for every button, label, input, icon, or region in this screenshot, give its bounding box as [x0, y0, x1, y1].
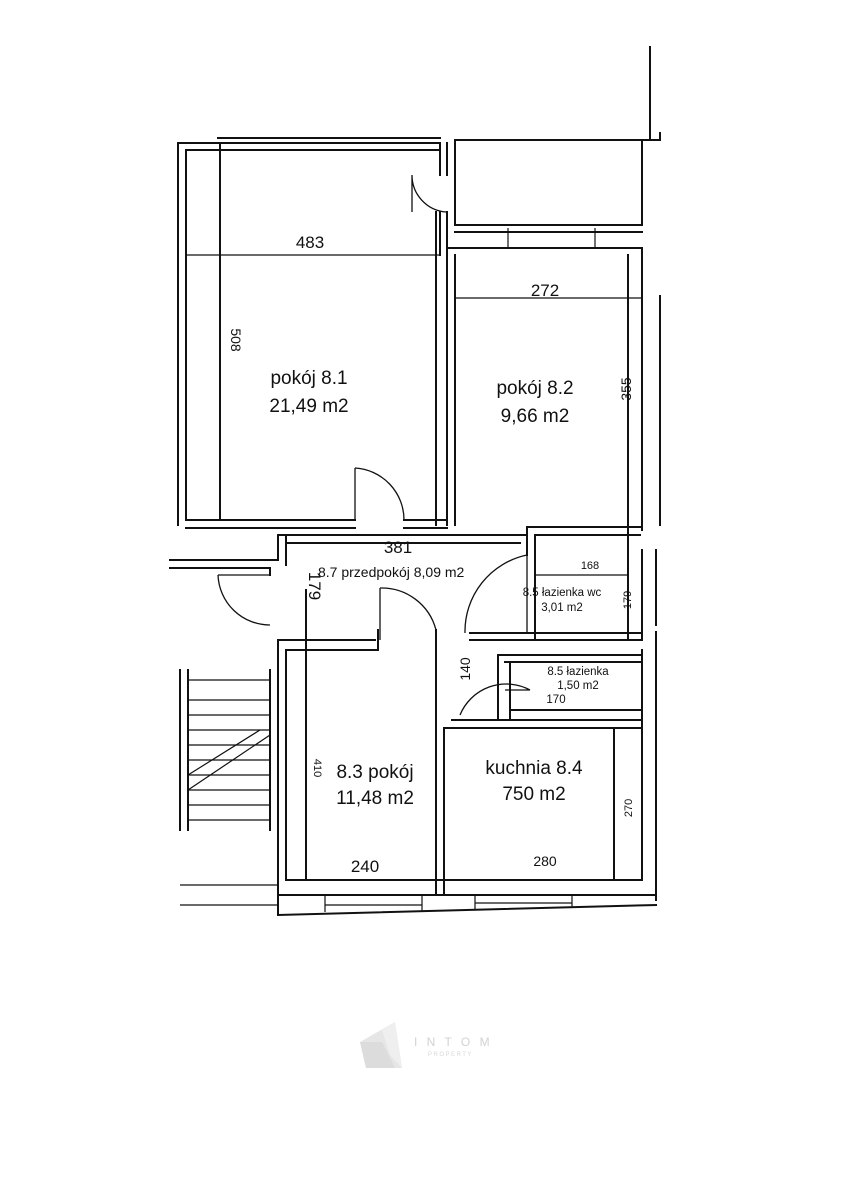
dim-270: 270 [623, 799, 635, 817]
room-8-2-area: 9,66 m2 [501, 406, 570, 427]
dim-410: 410 [311, 759, 323, 777]
watermark: I N T O M PROPERTY [360, 1022, 493, 1068]
dim-168: 168 [581, 560, 599, 572]
room-8-5-bath-area: 1,50 m2 [557, 680, 599, 692]
room-labels: pokój 8.1 21,49 m2 pokój 8.2 9,66 m2 8.3… [269, 368, 609, 809]
watermark-text: I N T O M [414, 1035, 493, 1049]
door-arc-8-3 [379, 587, 437, 640]
dim-272: 272 [531, 281, 559, 300]
door-arc-8-1 [354, 467, 405, 521]
dim-355: 355 [618, 377, 634, 401]
room-8-3-area: 11,48 m2 [336, 788, 414, 809]
dim-483: 483 [296, 233, 324, 252]
room-8-5-bath-name: 8.5 łazienka [547, 666, 609, 678]
room-8-2-name: pokój 8.2 [496, 378, 573, 399]
dim-179-hall: 179 [305, 572, 324, 600]
door-arc-entry [411, 174, 447, 213]
watermark-subtext: PROPERTY [428, 1052, 473, 1058]
room-8-1-name: pokój 8.1 [270, 368, 347, 389]
room-8-5-wc-area: 3,01 m2 [541, 602, 583, 614]
door-arc-hall [217, 574, 271, 626]
room-8-4-area: 750 m2 [502, 784, 565, 805]
dim-140: 140 [457, 657, 473, 681]
logo-icon [360, 1022, 402, 1068]
door-arc-wc [464, 554, 528, 634]
room-8-4-name: kuchnia 8.4 [485, 758, 583, 779]
dim-280: 280 [533, 853, 557, 869]
dim-240: 240 [351, 857, 379, 876]
room-8-3-name: 8.3 pokój [336, 762, 413, 783]
door-arc-bath [459, 683, 531, 716]
dim-179-wc: 179 [622, 591, 634, 609]
room-8-1-area: 21,49 m2 [269, 396, 348, 417]
dim-508: 508 [228, 328, 244, 352]
dim-381: 381 [384, 538, 412, 557]
room-8-5-wc-name: 8.5 łazienka wc [523, 587, 602, 599]
dim-170: 170 [546, 694, 565, 706]
walls [169, 46, 661, 917]
room-8-7-label: 8.7 przedpokój 8,09 m2 [318, 564, 465, 580]
doors [217, 174, 531, 716]
dimension-labels: 483 508 272 355 381 179 168 179 140 170 … [228, 233, 635, 876]
